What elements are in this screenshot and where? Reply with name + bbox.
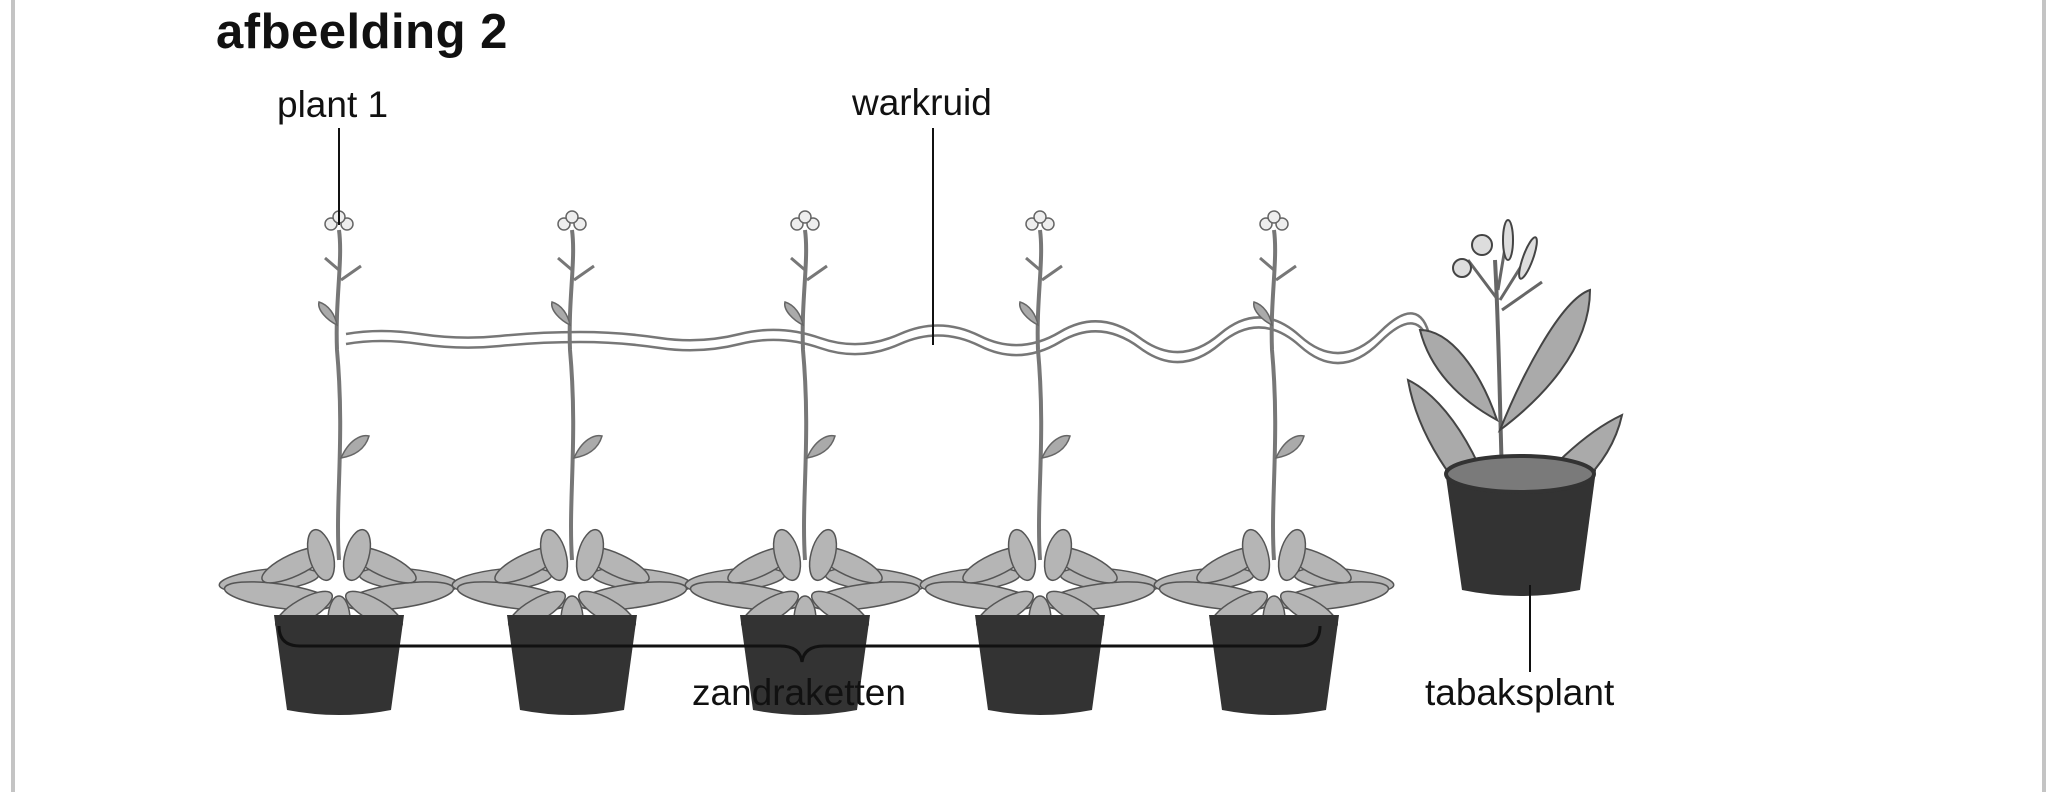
label-warkruid: warkruid [852, 82, 992, 123]
zandraketten-brace [277, 625, 1322, 663]
warkruid-wire [345, 312, 1432, 365]
tabaksplant [1406, 219, 1624, 596]
label-plant1: plant 1 [277, 84, 389, 125]
zandraket-plant-2 [449, 209, 695, 717]
figure-title: afbeelding 2 [216, 5, 508, 59]
label-tabaksplant: tabaksplant [1425, 672, 1615, 713]
zandraket-plant-4 [917, 209, 1163, 717]
zandraket-plant-1 [216, 209, 462, 717]
left-border [11, 0, 15, 792]
label-zandraketten: zandraketten [692, 672, 906, 713]
zandraket-plant-5 [1151, 209, 1397, 717]
zandraket-plant-3 [682, 209, 928, 717]
right-border [2042, 0, 2046, 792]
